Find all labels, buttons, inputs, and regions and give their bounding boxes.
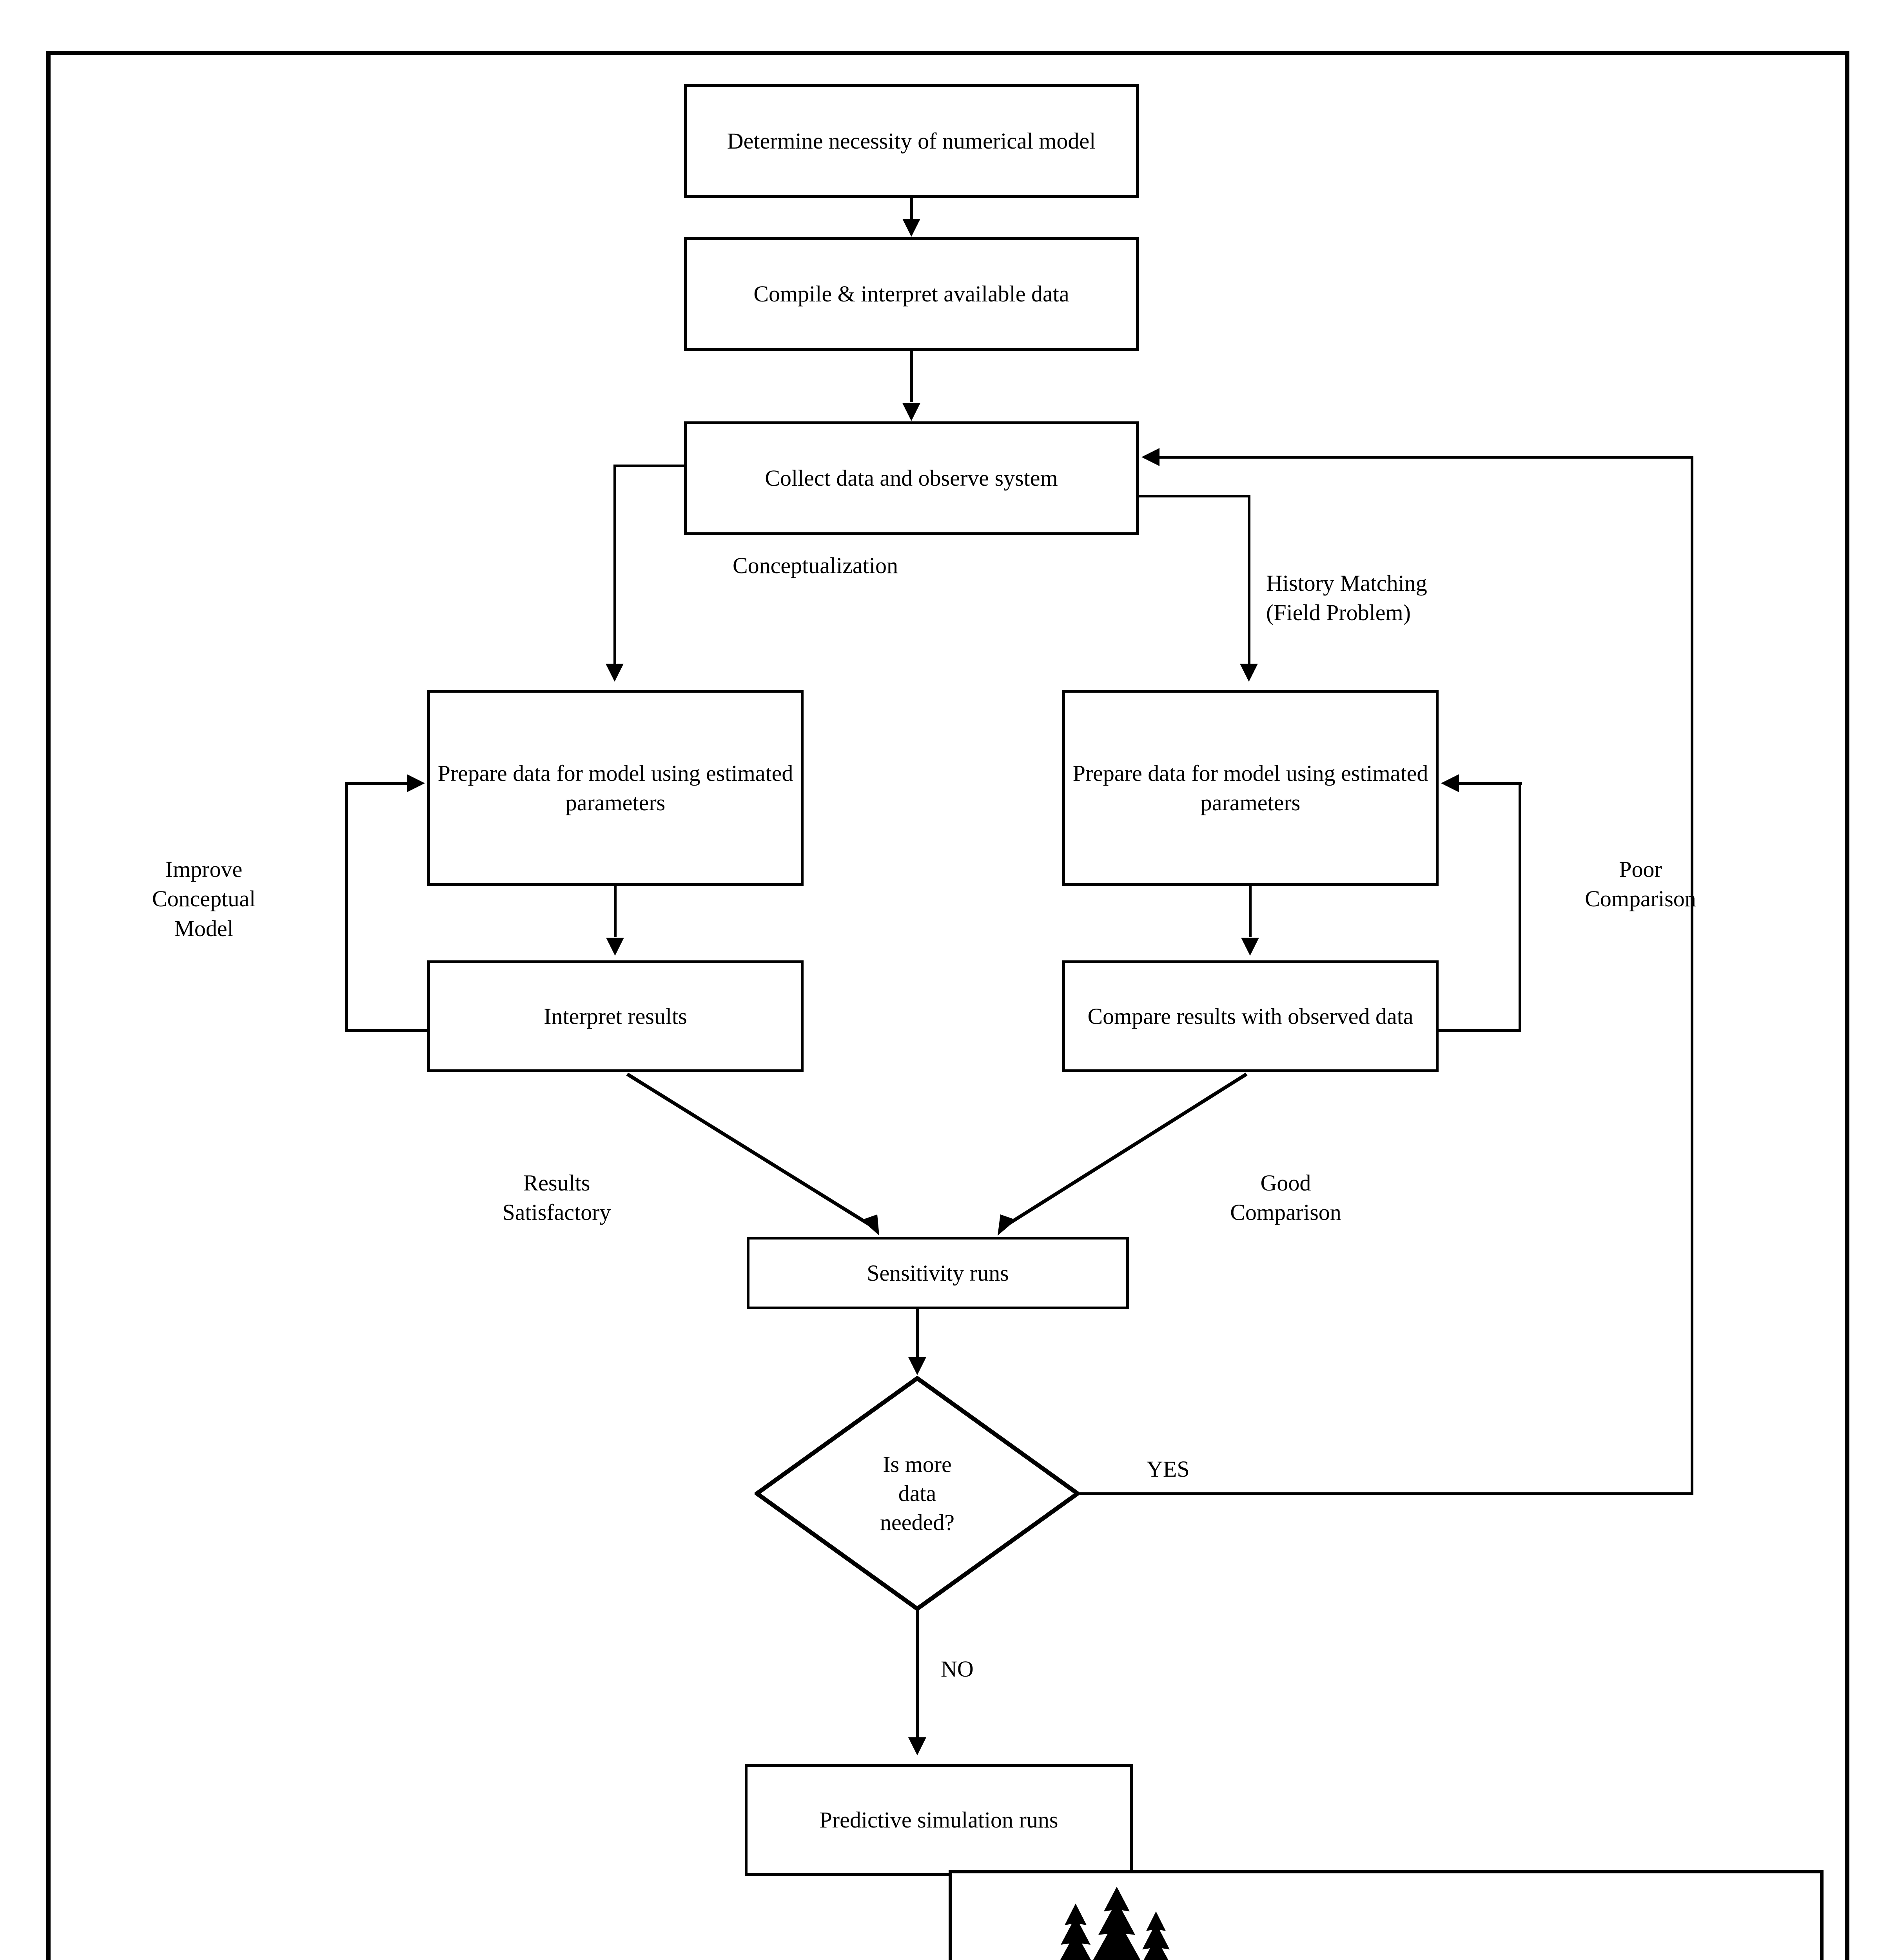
connector-yes-h-in (1159, 456, 1693, 459)
flow-node-predictive[interactable]: Predictive simulation runs (745, 1764, 1133, 1876)
flow-node-compare[interactable]: Compare results with observed data (1062, 960, 1439, 1072)
connector-collect-right-v (1248, 495, 1250, 665)
diamond-shape (755, 1376, 1080, 1611)
edge-label-history-matching: History Matching (Field Problem) (1266, 570, 1427, 626)
edge-label-results-satisfactory: Results Satisfactory (502, 1170, 611, 1225)
connector-prepare-left-interpret (614, 886, 617, 937)
connector-compile-collect (910, 351, 913, 402)
connector-right-loop-bottom (1437, 1029, 1521, 1032)
arrowhead-collect-right (1240, 664, 1258, 682)
connector-decision-predictive (916, 1609, 919, 1739)
connector-yes-v (1691, 456, 1693, 1495)
arrowhead-right-loop (1441, 774, 1459, 792)
edge-label-improve-conceptual-model: Improve Conceptual Model (152, 857, 256, 941)
pine-trees-icon (1060, 1887, 1170, 1960)
arrowhead-sensitivity-decision (908, 1357, 926, 1375)
title-block: Crandon Mining Company FIGURE 4-12 DIAGR… (949, 1870, 1824, 1960)
flow-node-interpret[interactable]: Interpret results (427, 960, 804, 1072)
connector-left-loop-vert (345, 782, 348, 1032)
edge-label-good-comparison: Good Comparison (1230, 1170, 1341, 1225)
edge-label-poor-comparison: Poor Comparison (1585, 857, 1696, 912)
connector-right-loop-vert (1519, 782, 1521, 1032)
flow-node-compile[interactable]: Compile & interpret available data (684, 237, 1139, 351)
flow-node-sensitivity[interactable]: Sensitivity runs (747, 1237, 1129, 1309)
title-block-logo-row (952, 1873, 1820, 1960)
flow-node-determine[interactable]: Determine necessity of numerical model (684, 84, 1139, 198)
flow-node-collect[interactable]: Collect data and observe system (684, 421, 1139, 535)
arrowhead-collect-left (606, 664, 624, 682)
flow-node-prepare-left[interactable]: Prepare data for model using estimated p… (427, 690, 804, 886)
arrowhead-left-loop (407, 774, 425, 792)
flow-decision-more-data[interactable]: Is more data needed? (755, 1376, 1080, 1611)
connector-yes-h-out (1080, 1492, 1693, 1495)
connector-collect-left-h (613, 465, 686, 467)
drawing-sheet-frame (46, 51, 1849, 1960)
connector-determine-compile (910, 198, 913, 222)
arrowhead-compile-collect (902, 403, 920, 421)
connector-sensitivity-decision (916, 1309, 919, 1358)
arrowhead-prepare-right-compare (1241, 938, 1259, 956)
edge-label-conceptualization: Conceptualization (733, 553, 898, 578)
connector-left-loop-bottom (345, 1029, 429, 1032)
arrowhead-prepare-left-interpret (606, 938, 624, 956)
edge-label-yes: YES (1147, 1456, 1190, 1482)
connector-left-loop-top (345, 782, 408, 785)
decision-label: Is more data needed? (880, 1451, 954, 1535)
flow-node-prepare-right[interactable]: Prepare data for model using estimated p… (1062, 690, 1439, 886)
connector-collect-left-v (613, 465, 616, 664)
connector-prepare-right-compare (1249, 886, 1252, 937)
arrowhead-decision-predictive (908, 1737, 926, 1755)
arrowhead-yes-collect (1141, 448, 1159, 466)
connector-collect-right-h (1137, 495, 1250, 497)
arrowhead-determine-compile (902, 219, 920, 237)
connector-right-loop-top (1459, 782, 1522, 785)
edge-label-no: NO (941, 1656, 974, 1682)
